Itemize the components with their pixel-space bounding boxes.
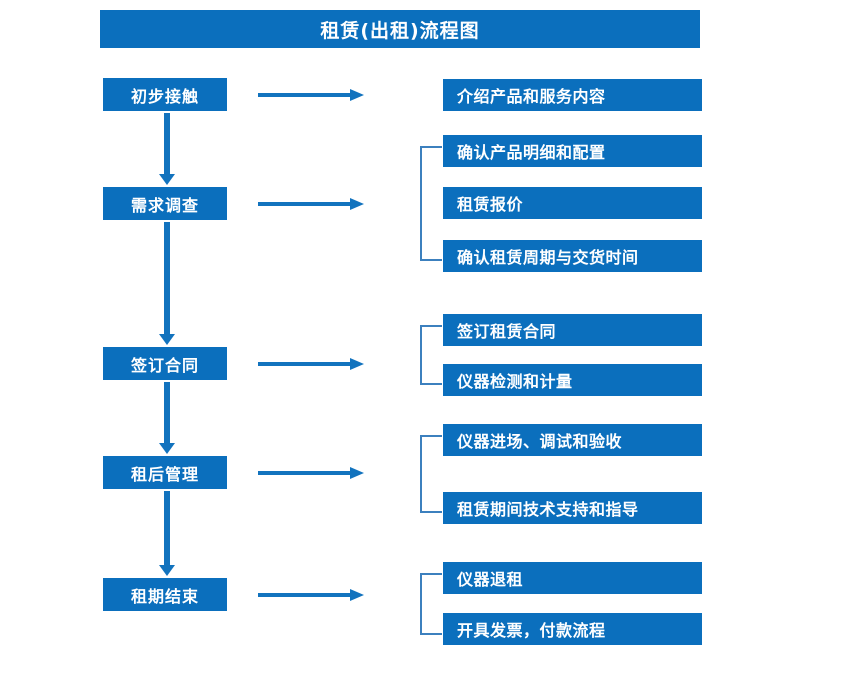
detail-box[interactable]: 仪器退租: [443, 562, 702, 594]
arrow-head: [350, 467, 364, 479]
arrow-shaft: [164, 113, 170, 174]
flow-arrow-down-icon: [159, 491, 175, 576]
flow-arrow-down-icon: [159, 222, 175, 345]
stage-box[interactable]: 签订合同: [103, 347, 227, 380]
detail-box[interactable]: 确认租赁周期与交货时间: [443, 240, 702, 272]
flow-arrow-right-icon: [258, 88, 366, 102]
flow-arrow-down-icon: [159, 113, 175, 185]
arrow-head: [350, 358, 364, 370]
arrow-shaft: [258, 593, 350, 597]
group-bracket: [420, 325, 442, 385]
flow-arrow-right-icon: [258, 466, 366, 480]
arrow-head: [159, 443, 175, 454]
detail-box[interactable]: 签订租赁合同: [443, 314, 702, 346]
group-bracket: [420, 146, 442, 261]
arrow-head: [350, 198, 364, 210]
detail-box[interactable]: 租赁报价: [443, 187, 702, 219]
detail-box[interactable]: 仪器进场、调试和验收: [443, 424, 702, 456]
arrow-head: [159, 334, 175, 345]
flow-arrow-down-icon: [159, 382, 175, 454]
detail-box[interactable]: 开具发票，付款流程: [443, 613, 702, 645]
page-title: 租赁(出租)流程图: [100, 10, 700, 48]
detail-box[interactable]: 介绍产品和服务内容: [443, 79, 702, 111]
arrow-shaft: [258, 93, 350, 97]
flow-arrow-right-icon: [258, 197, 366, 211]
arrow-shaft: [164, 382, 170, 443]
arrow-head: [350, 89, 364, 101]
arrow-head: [159, 565, 175, 576]
arrow-head: [350, 589, 364, 601]
flow-arrow-right-icon: [258, 357, 366, 371]
stage-box[interactable]: 需求调查: [103, 187, 227, 220]
arrow-shaft: [258, 362, 350, 366]
detail-box[interactable]: 租赁期间技术支持和指导: [443, 492, 702, 524]
stage-box[interactable]: 初步接触: [103, 78, 227, 111]
group-bracket: [420, 435, 442, 513]
stage-box[interactable]: 租后管理: [103, 456, 227, 489]
arrow-shaft: [164, 491, 170, 565]
detail-box[interactable]: 确认产品明细和配置: [443, 135, 702, 167]
arrow-shaft: [164, 222, 170, 334]
detail-box[interactable]: 仪器检测和计量: [443, 364, 702, 396]
flow-arrow-right-icon: [258, 588, 366, 602]
arrow-head: [159, 174, 175, 185]
arrow-shaft: [258, 202, 350, 206]
group-bracket: [420, 573, 442, 635]
arrow-shaft: [258, 471, 350, 475]
stage-box[interactable]: 租期结束: [103, 578, 227, 611]
